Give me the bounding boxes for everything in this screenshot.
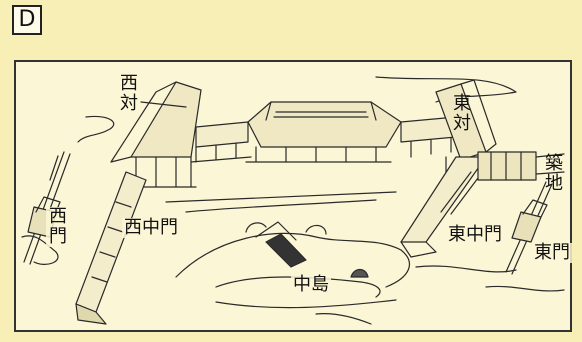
label-west-gate: 西門 bbox=[46, 207, 70, 247]
label-east-gate: 東門 bbox=[532, 242, 572, 263]
estate-illustration bbox=[21, 76, 565, 325]
label-west-pavilion: 西対 bbox=[120, 73, 138, 114]
main-hall bbox=[245, 101, 402, 163]
west-corridor bbox=[190, 121, 252, 163]
east-gate-structure bbox=[505, 181, 553, 275]
east-wing bbox=[400, 156, 487, 258]
label-island: 中島 bbox=[291, 274, 331, 295]
pond-island bbox=[175, 221, 411, 298]
pond-edge bbox=[215, 299, 397, 325]
label-east-pavilion: 東対 bbox=[453, 93, 471, 134]
label-wall: 築地 bbox=[545, 153, 563, 194]
illustration-frame: 西対 東対 築地 西門 西中門 東中門 東門 中島 bbox=[14, 60, 572, 332]
label-west-middle-gate: 西中門 bbox=[122, 217, 180, 238]
courtyard-strokes bbox=[165, 191, 397, 213]
west-wing bbox=[75, 171, 147, 325]
earthen-wall bbox=[477, 151, 565, 181]
label-east-middle-gate: 東中門 bbox=[446, 224, 504, 245]
panel-letter-badge: D bbox=[12, 5, 42, 35]
